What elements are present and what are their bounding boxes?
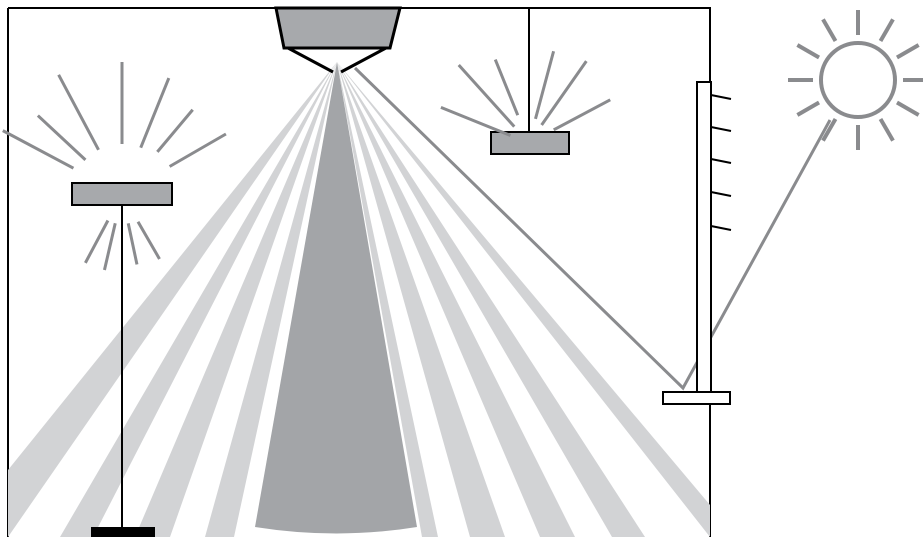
pendant-lamp (440, 8, 611, 155)
light-beam (337, 62, 645, 537)
sun-ray (821, 18, 838, 43)
sun-ray (821, 117, 838, 142)
sun-ray (895, 43, 920, 60)
blind-slats (710, 94, 732, 231)
glare-line (36, 114, 87, 161)
glare-line (540, 60, 588, 126)
floor-lamp (2, 62, 227, 537)
glare-line (126, 223, 139, 265)
glare-line (2, 129, 75, 170)
sun-ray (796, 43, 821, 60)
floor-lamp-glare (2, 62, 227, 271)
glare-line (57, 74, 100, 151)
sun-rays (788, 10, 923, 150)
light-fan (8, 62, 710, 537)
glare-line (102, 222, 117, 271)
light-beam (337, 62, 505, 537)
ceiling-projector (274, 6, 402, 74)
light-beam (205, 62, 337, 537)
sun-ray (796, 100, 821, 117)
light-beam (337, 62, 575, 537)
reflected-sun-ray (353, 66, 832, 391)
light-beam (337, 62, 710, 537)
blind-slat (710, 191, 732, 197)
light-beam (8, 62, 337, 537)
glare-line (136, 220, 161, 260)
light-beam (337, 62, 438, 537)
glare-line (553, 98, 611, 132)
blind-slat (710, 126, 732, 132)
blind-slat (710, 158, 732, 164)
glare-line (440, 106, 512, 137)
blind-slat (710, 225, 732, 231)
window-blind (662, 81, 732, 405)
glare-line (493, 58, 520, 116)
glare-line (534, 50, 556, 120)
glare-line (84, 219, 110, 264)
sun-ray (878, 18, 895, 43)
pendant-lamp-glare (440, 50, 611, 137)
sun-ray (878, 117, 895, 142)
light-beam (135, 62, 337, 537)
light-beam (60, 62, 337, 537)
light-cone (255, 62, 417, 534)
glare-line (457, 63, 516, 128)
sun-icon (788, 10, 923, 150)
glare-line (139, 77, 171, 149)
blind-slat (710, 94, 732, 100)
glare-line (156, 108, 194, 153)
sun-ray (895, 100, 920, 117)
glare-line (168, 132, 227, 168)
